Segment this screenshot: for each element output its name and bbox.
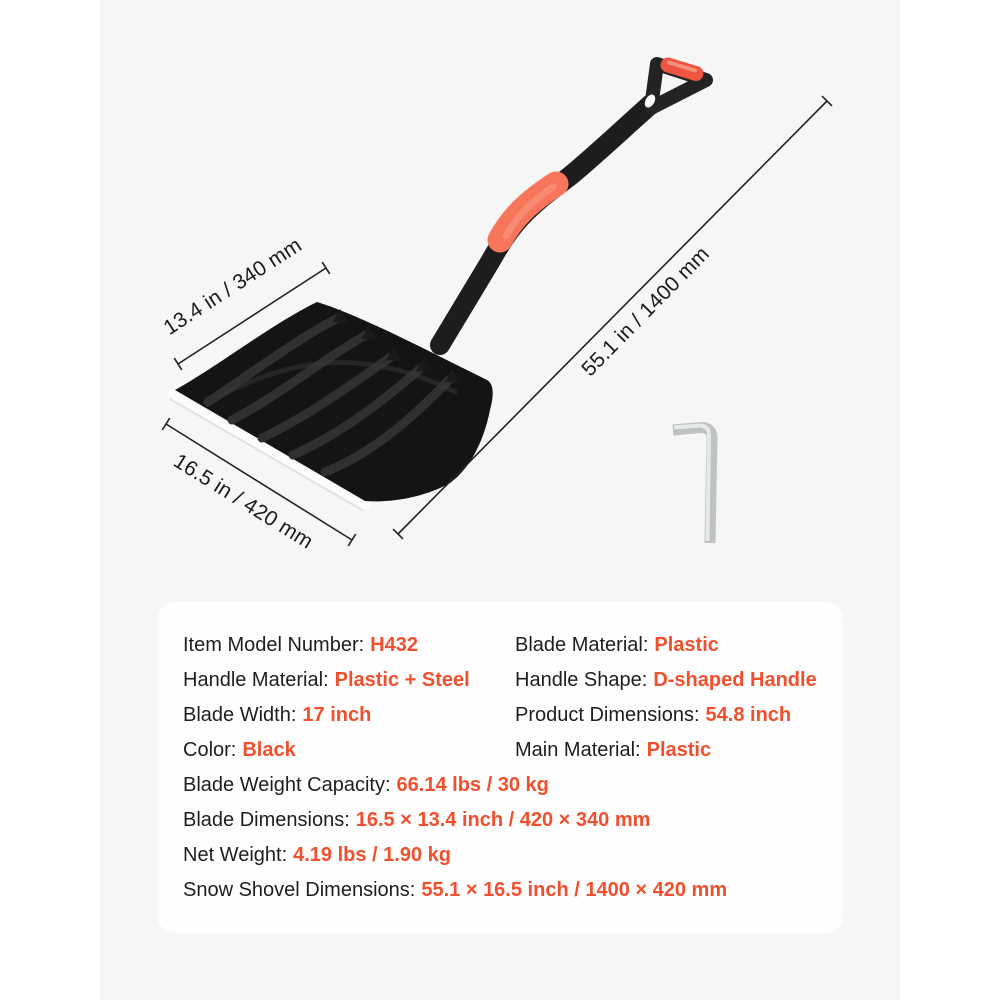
- spec-value: Plastic: [646, 739, 712, 761]
- spec-full-cell: Net Weight: 4.19 lbs / 1.90 kg: [183, 844, 451, 867]
- spec-value: 54.8 inch: [705, 704, 792, 726]
- spec-label: Handle Material:: [183, 669, 329, 691]
- spec-row-4: Color: Black Main Material: Plastic: [183, 733, 818, 768]
- spec-label: Net Weight:: [183, 844, 288, 866]
- spec-blade-dimensions: Blade Dimensions: 16.5 × 13.4 inch / 420…: [183, 803, 818, 838]
- shaft-label: [644, 94, 656, 108]
- spec-label: Blade Dimensions:: [183, 809, 350, 831]
- spec-label: Main Material:: [515, 739, 641, 761]
- spec-blade-weight-capacity: Blade Weight Capacity: 66.14 lbs / 30 kg: [183, 768, 818, 803]
- spec-item-model-number: Item Model Number: H432: [183, 634, 515, 657]
- product-illustration: [161, 57, 833, 547]
- spec-full-cell: Blade Weight Capacity: 66.14 lbs / 30 kg: [183, 774, 549, 797]
- blade-ribs: [203, 313, 455, 477]
- spec-value: D-shaped Handle: [653, 669, 817, 691]
- blade-edge-shadow: [169, 398, 363, 511]
- spec-label: Color:: [183, 739, 237, 761]
- spec-blade-width: Blade Width: 17 inch: [183, 704, 515, 727]
- shovel-shaft: [430, 94, 661, 355]
- spec-full-cell: Blade Dimensions: 16.5 × 13.4 inch / 420…: [183, 809, 650, 832]
- dimension-lines: [161, 95, 833, 547]
- d-handle-grip: [660, 57, 704, 81]
- spec-row-1: Item Model Number: H432 Blade Material: …: [183, 628, 818, 663]
- spec-label: Snow Shovel Dimensions:: [183, 879, 416, 901]
- spec-handle-shape: Handle Shape: D-shaped Handle: [515, 669, 817, 692]
- spec-row-3: Blade Width: 17 inch Product Dimensions:…: [183, 698, 818, 733]
- spec-value: Plastic: [654, 634, 719, 656]
- spec-value: 66.14 lbs / 30 kg: [396, 774, 549, 796]
- spec-value: 55.1 × 16.5 inch / 1400 × 420 mm: [421, 879, 728, 901]
- blade-edge-strip: [167, 389, 371, 510]
- hex-key: [672, 421, 718, 544]
- blade-width-line: [161, 417, 357, 547]
- d-handle-grip-highlight: [667, 60, 697, 73]
- spec-label: Blade Material:: [515, 634, 649, 656]
- snow-shovel: [167, 57, 713, 511]
- shovel-length-line: [392, 95, 833, 540]
- spec-color: Color: Black: [183, 739, 515, 762]
- shaft-grip-highlight: [502, 183, 557, 240]
- blade-depth-line: [173, 261, 331, 371]
- spec-row-2: Handle Material: Plastic + Steel Handle …: [183, 663, 818, 698]
- spec-handle-material: Handle Material: Plastic + Steel: [183, 669, 515, 692]
- spec-label: Blade Weight Capacity:: [183, 774, 391, 796]
- hex-key-highlight: [673, 423, 712, 542]
- spec-full-cell: Snow Shovel Dimensions: 55.1 × 16.5 inch…: [183, 879, 727, 902]
- spec-label: Handle Shape:: [515, 669, 648, 691]
- blade-rib-tips: [333, 309, 461, 383]
- spec-blade-material: Blade Material: Plastic: [515, 634, 719, 657]
- spec-value: Plastic + Steel: [334, 669, 470, 691]
- spec-value: 4.19 lbs / 1.90 kg: [293, 844, 451, 866]
- spec-net-weight: Net Weight: 4.19 lbs / 1.90 kg: [183, 838, 818, 873]
- spec-snow-shovel-dimensions: Snow Shovel Dimensions: 55.1 × 16.5 inch…: [183, 873, 818, 908]
- spec-value: Black: [242, 739, 296, 761]
- spec-value: H432: [370, 634, 418, 656]
- spec-label: Blade Width:: [183, 704, 297, 726]
- spec-label: Item Model Number:: [183, 634, 365, 656]
- spec-value: 17 inch: [302, 704, 372, 726]
- spec-panel: Item Model Number: H432 Blade Material: …: [158, 602, 843, 933]
- spec-label: Product Dimensions:: [515, 704, 700, 726]
- spec-product-dimensions: Product Dimensions: 54.8 inch: [515, 704, 791, 727]
- spec-value: 16.5 × 13.4 inch / 420 × 340 mm: [355, 809, 651, 831]
- blade-sheen: [217, 360, 458, 399]
- spec-main-material: Main Material: Plastic: [515, 739, 711, 762]
